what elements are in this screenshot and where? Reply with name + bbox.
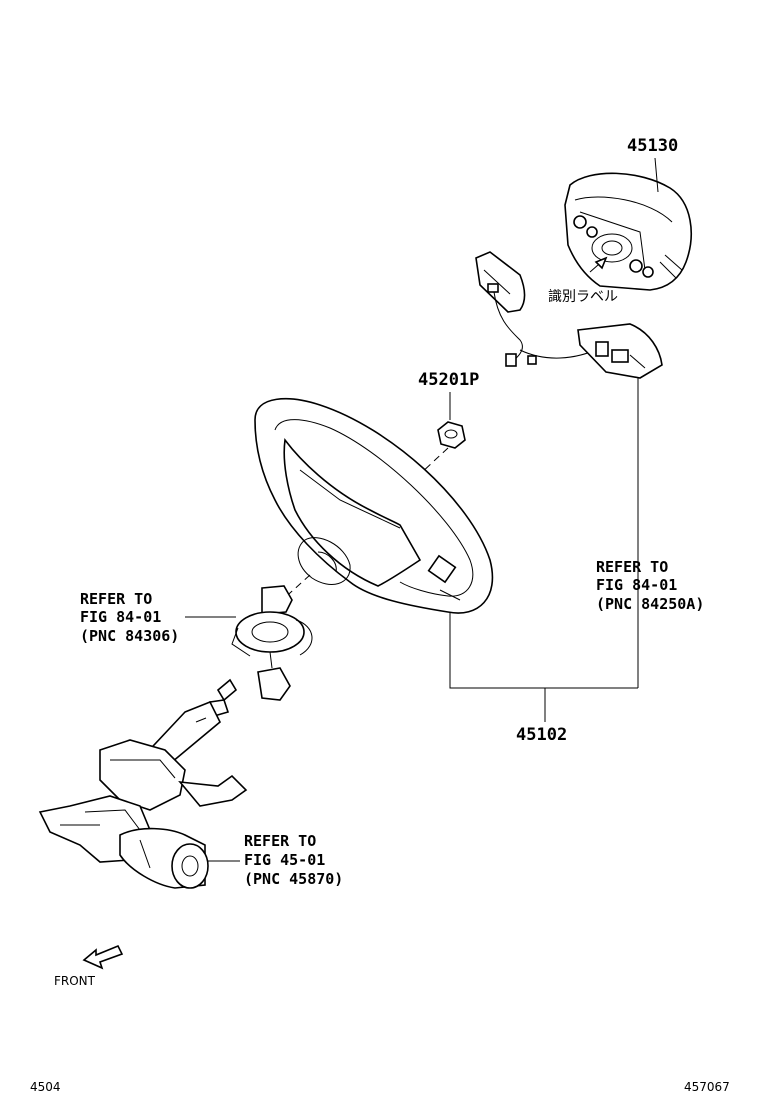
steering-column [38,678,248,889]
identification-label-text: 識別ラベル [548,289,618,305]
axis-upper [364,447,449,526]
ref-84250a-line2: FIG 84-01 [596,576,677,594]
airbag-module [564,172,692,291]
ref-45870-line2: FIG 45-01 [244,851,325,869]
footer-figure-number: 4504 [30,1080,61,1094]
switch-right [577,323,663,379]
nut-45201p [437,421,466,449]
part-number-45102: 45102 [516,725,567,745]
ref-84306-line3: (PNC 84306) [80,627,179,645]
label-arrow-head [594,256,608,270]
ref-45870-line3: (PNC 45870) [244,870,343,888]
leader-45130 [654,157,659,193]
ref-84250a-line3: (PNC 84250A) [596,595,704,613]
switch-left [475,251,526,313]
ref-84250a-line1: REFER TO [596,558,668,576]
spiral-cable [231,585,313,701]
bracket-45102 [449,612,638,689]
steering-wheel [254,397,494,614]
front-label: FRONT [54,974,96,988]
ref-84306-line1: REFER TO [80,590,152,608]
ref-84306-line2: FIG 84-01 [80,608,161,626]
axis-mid [279,574,311,603]
front-arrow-icon [82,944,124,970]
footer-illustration-number: 457067 [684,1080,730,1094]
ref-45870-line1: REFER TO [244,832,316,850]
part-number-45201p: 45201P [418,370,479,390]
part-number-45130: 45130 [627,136,678,156]
